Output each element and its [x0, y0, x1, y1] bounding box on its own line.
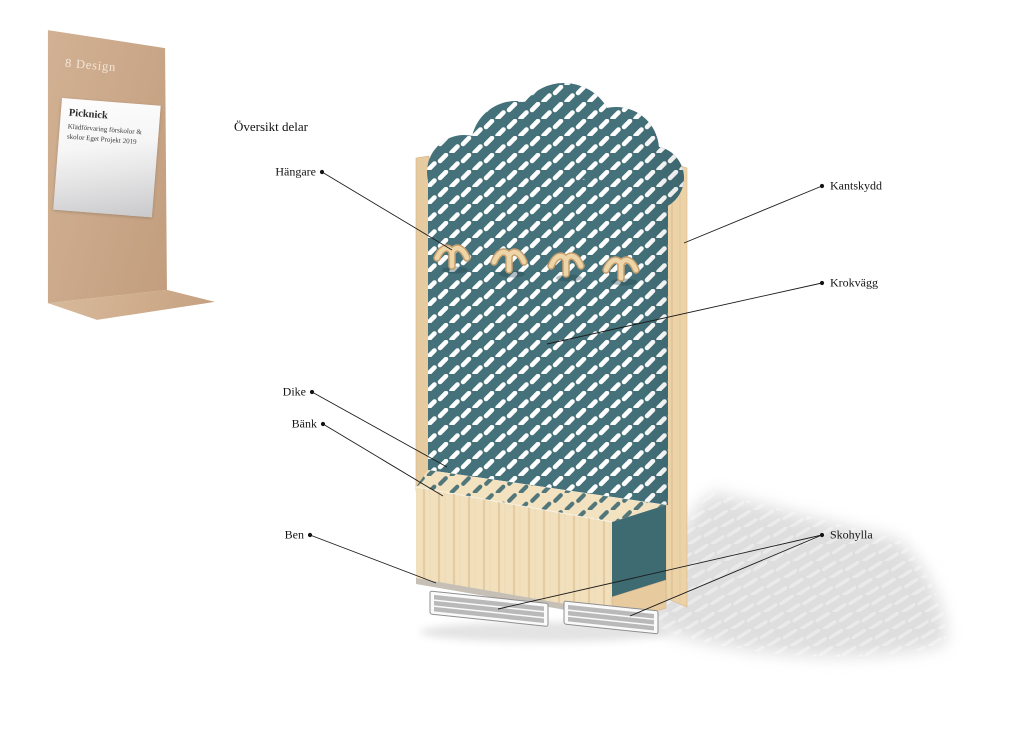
brand-card: 8 Design Picknick Klädförvaring förskolo… — [45, 28, 217, 328]
dot-hangare — [319, 169, 325, 175]
leader-ben — [307, 532, 437, 584]
leader-dike — [309, 389, 448, 468]
part-label-bank: Bänk — [291, 416, 317, 431]
left-edge-strip — [415, 155, 430, 492]
dot-skohylla — [819, 532, 825, 538]
krokvagg-panel — [427, 83, 684, 505]
diagram-title: Översikt delar — [234, 119, 309, 134]
part-label-krokvagg: Krokvägg — [830, 275, 878, 290]
part-label-hangare: Hängare — [275, 164, 316, 179]
dot-dike — [309, 389, 315, 395]
leader-lines — [307, 169, 825, 617]
part-label-ben: Ben — [284, 527, 304, 542]
part-label-kantskydd: Kantskydd — [830, 178, 882, 193]
dot-kantskydd — [819, 183, 825, 189]
leader-bank — [320, 421, 444, 497]
part-label-skohylla: Skohylla — [830, 527, 873, 542]
dot-ben — [307, 532, 313, 538]
bench-legs-shadow — [416, 578, 612, 618]
leader-skohylla — [497, 532, 825, 617]
dot-bank — [320, 421, 326, 427]
kantskydd-right-edge-strip — [665, 160, 688, 608]
leader-kantskydd — [683, 183, 825, 244]
leader-krokvagg — [546, 280, 825, 345]
bench — [415, 470, 667, 626]
shoe-rack-left — [429, 590, 549, 627]
part-label-dike: Dike — [282, 384, 306, 399]
dot-krokvagg — [819, 280, 825, 286]
edge-strips — [415, 155, 688, 608]
dike-perforated-seat — [416, 470, 666, 522]
leader-hangare — [319, 169, 453, 251]
